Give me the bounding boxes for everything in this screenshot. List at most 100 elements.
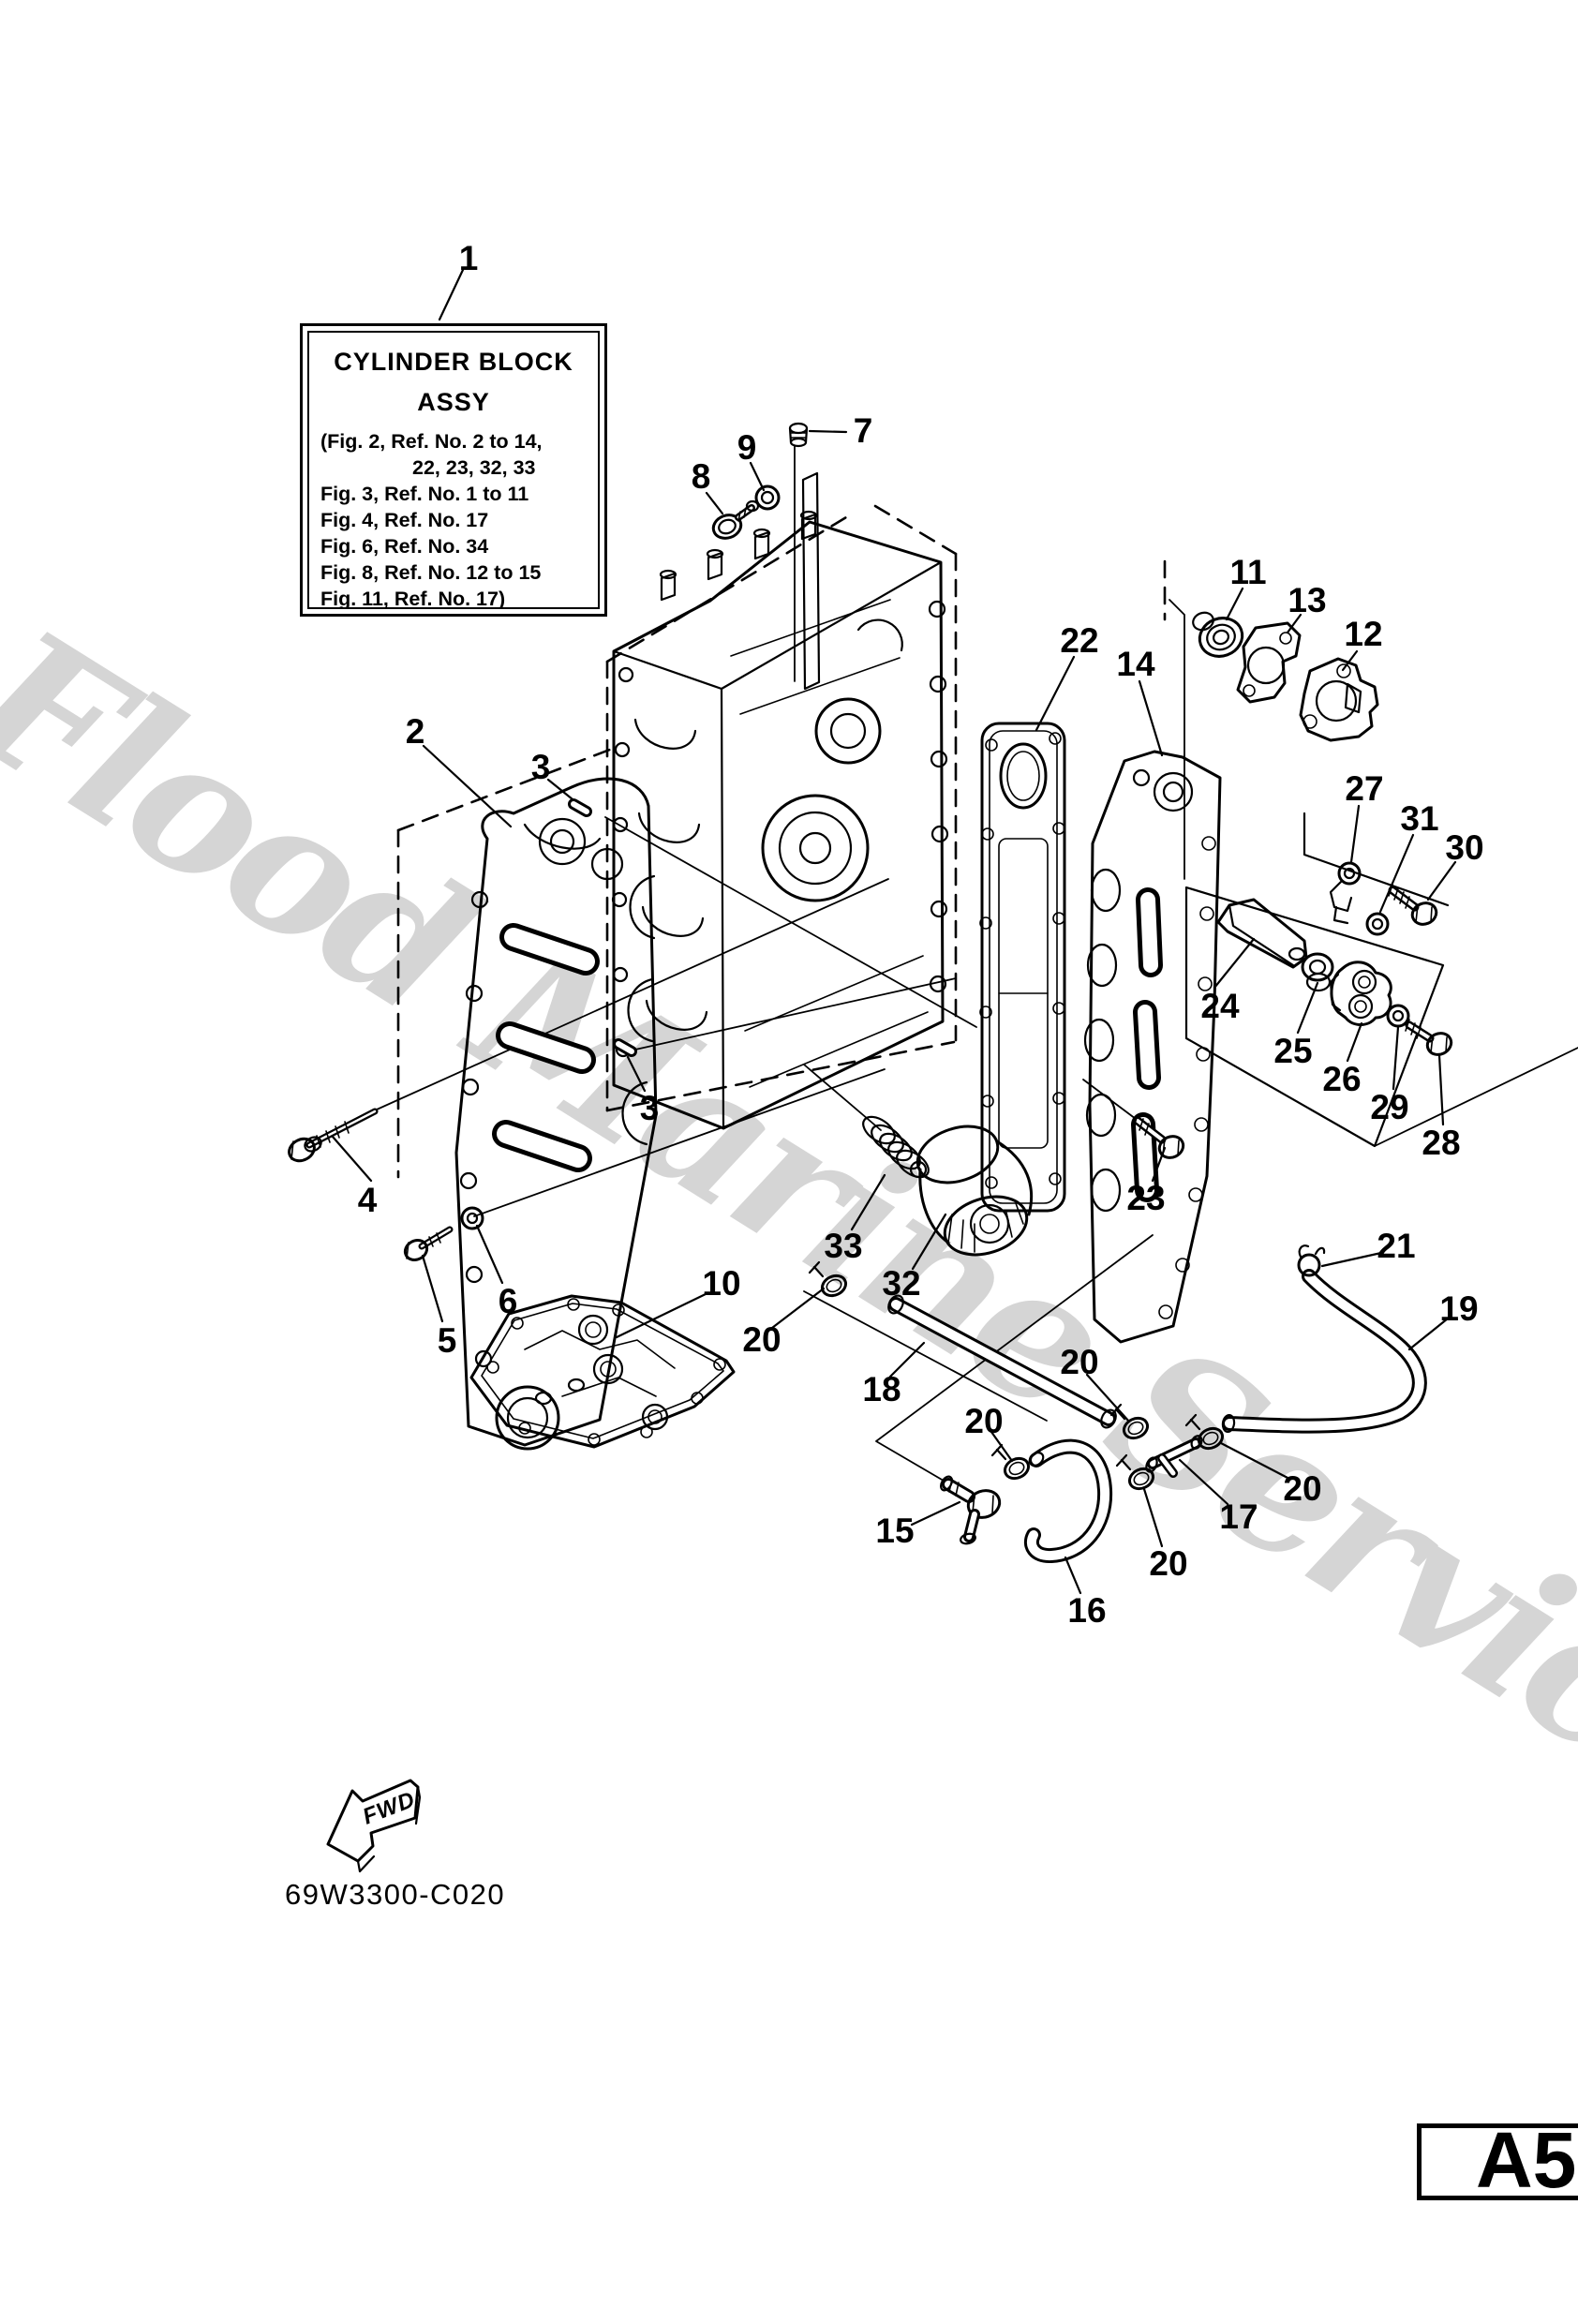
construction-lines	[376, 445, 1578, 1484]
callout-25-label: 25	[1273, 1032, 1312, 1070]
callout-22-label: 22	[1060, 621, 1098, 660]
callout-15-label: 15	[875, 1512, 914, 1550]
dowel-pin-upper	[568, 798, 592, 817]
info-box-ref-line: Fig. 11, Ref. No. 17)	[320, 588, 506, 609]
callout-7-leader	[808, 429, 848, 434]
callout-30-label: 30	[1445, 828, 1483, 867]
callout-13-label: 13	[1288, 581, 1326, 619]
callout-20-label: 20	[742, 1320, 781, 1359]
callout-20-label: 20	[1283, 1469, 1321, 1508]
callout-23-leader	[1151, 1146, 1167, 1183]
callout-26-label: 26	[1322, 1060, 1361, 1098]
thermostat	[1192, 611, 1244, 658]
page-ref-tab: A5	[1417, 2116, 1578, 2204]
callout-20-label: 20	[1060, 1343, 1098, 1381]
breather-tube	[887, 1294, 1117, 1429]
callout-14-leader	[1138, 679, 1164, 757]
dashed-outlines	[396, 504, 1167, 1179]
cylinder-block	[611, 510, 949, 1130]
info-box-ref-line: Fig. 6, Ref. No. 34	[320, 535, 489, 558]
plug-8	[711, 499, 760, 540]
bolt-30	[1388, 884, 1438, 926]
info-box-subtitle: ASSY	[417, 388, 490, 416]
callout-2-leader	[422, 744, 513, 828]
callout-16-leader	[1064, 1556, 1082, 1595]
callout-15-leader	[910, 1500, 961, 1527]
callout-29-leader	[1392, 1025, 1400, 1091]
callout-11-label: 11	[1229, 553, 1266, 591]
callout-3-label: 3	[640, 1089, 660, 1127]
hose-clamp	[808, 1260, 848, 1298]
fwd-arrow: FWD	[326, 1779, 422, 1873]
callout-33-label: 33	[824, 1227, 862, 1265]
info-box-ref-lines: (Fig. 2, Ref. No. 2 to 14,22, 23, 32, 33…	[320, 428, 598, 609]
callout-1-label: 1	[459, 239, 479, 277]
bolt-4	[288, 1108, 379, 1163]
oil-filter	[916, 1125, 1034, 1257]
fwd-arrow-label: FWD	[359, 1787, 419, 1830]
hose-clamp	[1109, 1403, 1150, 1440]
callout-2-label: 2	[406, 712, 425, 751]
callout-25-leader	[1296, 981, 1319, 1035]
callout-9-label: 9	[737, 428, 757, 467]
callout-22-leader	[1035, 655, 1076, 732]
hose-clamp	[1115, 1453, 1155, 1491]
callout-14-label: 14	[1116, 645, 1155, 683]
callout-20-leader	[1142, 1487, 1164, 1548]
info-box: CYLINDER BLOCK ASSY (Fig. 2, Ref. No. 2 …	[300, 323, 607, 617]
callout-1-leader	[438, 268, 465, 321]
bolt-5	[403, 1226, 454, 1261]
info-box-ref-line: Fig. 4, Ref. No. 17	[320, 509, 489, 531]
callout-28-label: 28	[1422, 1124, 1460, 1162]
callout-3-leader	[546, 778, 574, 801]
anode-holder	[1329, 961, 1392, 1026]
info-box-title: CYLINDER BLOCK	[334, 348, 573, 376]
callout-16-label: 16	[1067, 1591, 1106, 1630]
callout-20-leader	[770, 1287, 826, 1330]
exhaust-cover	[1083, 750, 1222, 1344]
callout-31-leader	[1378, 833, 1415, 914]
callout-32-label: 32	[882, 1264, 920, 1303]
callout-20-leader	[1219, 1441, 1291, 1481]
callout-6-leader	[475, 1224, 504, 1285]
callout-10-label: 10	[702, 1264, 740, 1303]
washer-31	[1365, 912, 1390, 936]
tee-fitting-15	[940, 1475, 1002, 1545]
washer-6	[460, 1206, 484, 1230]
callout-17-label: 17	[1219, 1497, 1258, 1536]
anode-rod	[1216, 898, 1308, 969]
hose-clamps	[808, 1260, 1225, 1491]
callout-7-label: 7	[854, 411, 873, 450]
thermostat-housing	[1299, 657, 1379, 742]
callout-21-label: 21	[1377, 1227, 1415, 1265]
hose-16	[1023, 1438, 1113, 1563]
info-box-ref-line: 22, 23, 32, 33	[412, 456, 536, 479]
washer-9	[754, 484, 781, 511]
bolt-28	[1405, 1019, 1453, 1056]
dowel-pin-lower	[613, 1038, 637, 1057]
callout-8-leader	[705, 491, 724, 515]
info-box-inner-border: CYLINDER BLOCK ASSY (Fig. 2, Ref. No. 2 …	[307, 331, 600, 609]
callout-20-leader	[990, 1430, 1014, 1463]
callout-4-label: 4	[358, 1181, 378, 1219]
callout-3-leader	[626, 1055, 647, 1093]
callout-20-label: 20	[964, 1402, 1003, 1440]
callout-28-leader	[1437, 1053, 1445, 1126]
callout-12-leader	[1341, 649, 1359, 672]
callout-26-leader	[1346, 1021, 1363, 1063]
callout-33-leader	[850, 1173, 886, 1231]
callout-19-label: 19	[1439, 1289, 1478, 1328]
info-box-ref-line: Fig. 3, Ref. No. 1 to 11	[320, 483, 529, 505]
mounting-panel-outlines	[801, 471, 1450, 1148]
callout-18-leader	[888, 1341, 926, 1378]
page-ref-label: A5	[1476, 2116, 1577, 2204]
callout-17-leader	[1178, 1458, 1229, 1506]
bolt-23	[1133, 1114, 1185, 1159]
plug-7	[788, 422, 809, 448]
hose-19	[1221, 1269, 1427, 1434]
callout-18-label: 18	[862, 1370, 901, 1408]
thermostat-gasket	[1236, 621, 1302, 704]
oil-pan-gasket	[469, 1294, 736, 1451]
